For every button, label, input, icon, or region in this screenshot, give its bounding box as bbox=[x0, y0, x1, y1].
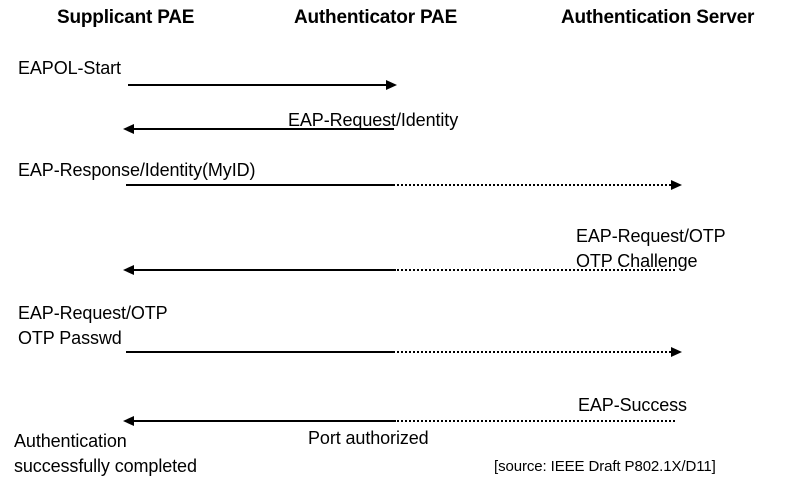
message-arrow-eap-request-identity bbox=[0, 124, 792, 134]
arrow-segment-dotted bbox=[393, 351, 671, 353]
arrowhead-left-icon bbox=[123, 265, 134, 275]
annotation-line-1: Authentication bbox=[14, 431, 127, 451]
message-label-eap-response-identity: EAP-Response/Identity(MyID) bbox=[18, 160, 256, 180]
message-label-line-2: OTP Passwd bbox=[18, 328, 122, 348]
arrow-segment-solid bbox=[134, 269, 394, 271]
arrow-segment-dotted bbox=[393, 184, 671, 186]
message-label-eap-request-identity: EAP-Request/Identity bbox=[288, 110, 459, 130]
arrow-segment-dotted bbox=[394, 269, 675, 271]
arrow-segment-solid bbox=[134, 420, 394, 422]
annotation-line-2: successfully completed bbox=[14, 456, 197, 476]
arrowhead-right-icon bbox=[671, 347, 682, 357]
message-label-line-1: EAP-Request/OTP bbox=[18, 303, 168, 323]
message-arrow-eap-request-otp-challenge bbox=[0, 265, 792, 275]
arrowhead-right-icon bbox=[671, 180, 682, 190]
arrow-segment-solid bbox=[128, 84, 386, 86]
arrow-segment-solid bbox=[126, 184, 393, 186]
annotation-authentication-complete: Authentication successfully completed bbox=[14, 429, 197, 479]
message-arrow-eap-success bbox=[0, 416, 792, 426]
message-arrow-eap-response-identity bbox=[0, 180, 792, 190]
message-label-eap-request-otp-challenge: EAP-Request/OTP OTP Challenge bbox=[576, 224, 726, 274]
message-label-eapol-start: EAPOL-Start bbox=[18, 58, 121, 78]
column-heading-supplicant: Supplicant PAE bbox=[57, 7, 195, 28]
column-heading-authenticator: Authenticator PAE bbox=[294, 7, 458, 28]
message-label-line-2: OTP Challenge bbox=[576, 251, 698, 271]
message-label-eap-request-otp-passwd: EAP-Request/OTP OTP Passwd bbox=[18, 301, 168, 351]
arrow-segment-solid bbox=[126, 351, 393, 353]
column-heading-authentication-server: Authentication Server bbox=[561, 7, 755, 28]
message-label-eap-success: EAP-Success bbox=[578, 395, 687, 415]
arrowhead-left-icon bbox=[123, 416, 134, 426]
arrow-segment-solid bbox=[134, 128, 394, 130]
message-arrow-eap-request-otp-passwd bbox=[0, 347, 792, 357]
message-arrow-eapol-start bbox=[0, 80, 792, 90]
arrowhead-right-icon bbox=[386, 80, 397, 90]
source-attribution: [source: IEEE Draft P802.1X/D11] bbox=[494, 458, 716, 475]
message-label-line-1: EAP-Request/OTP bbox=[576, 226, 726, 246]
arrowhead-left-icon bbox=[123, 124, 134, 134]
annotation-port-authorized: Port authorized bbox=[308, 428, 429, 448]
arrow-segment-dotted bbox=[394, 420, 675, 422]
